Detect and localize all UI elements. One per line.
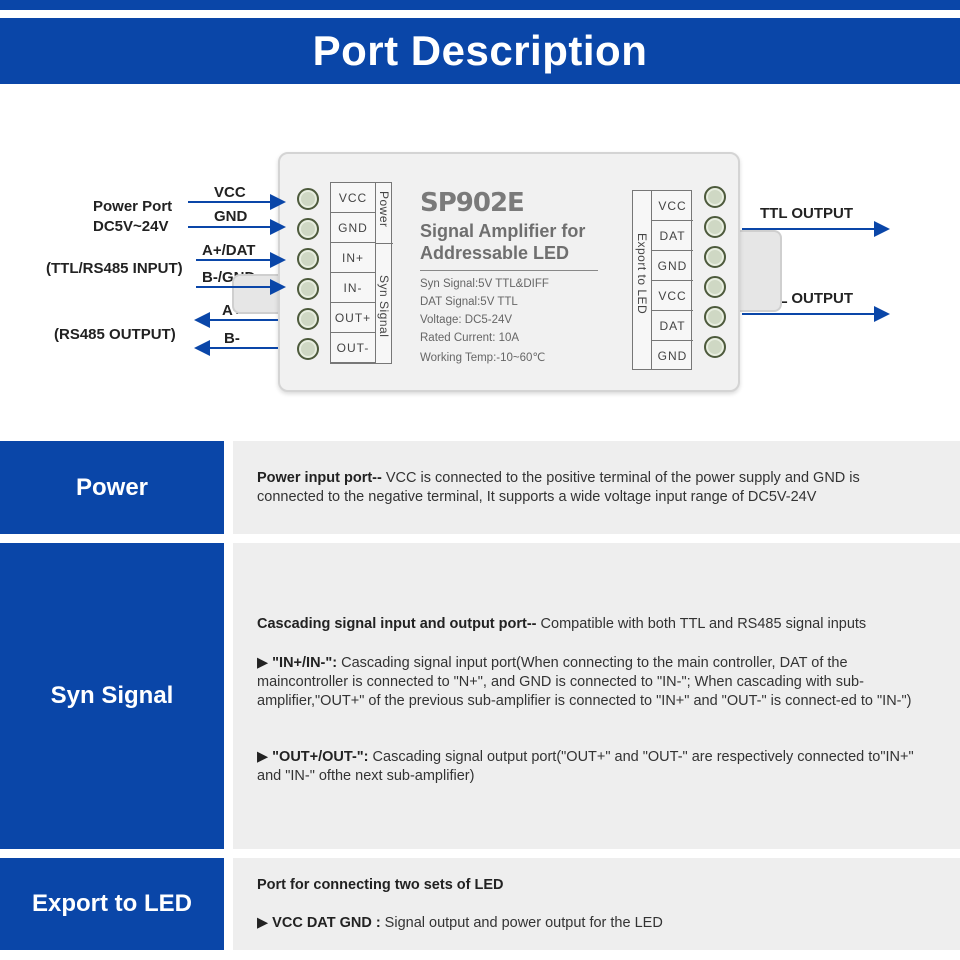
port-diagram: VCC GND Power Port DC5V~24V A+/DAT B-/GN… — [0, 84, 960, 434]
left-pin-table: VCC GND IN+ IN- OUT+ OUT- Power Syn Sign… — [330, 182, 393, 364]
terminal-right-vcc-1[interactable] — [704, 186, 726, 208]
terminal-right-dat-2[interactable] — [704, 306, 726, 328]
label-b-minus: B- — [224, 330, 240, 347]
pin-right-5: DAT — [652, 311, 693, 341]
label-power-range: DC5V~24V — [93, 218, 169, 235]
device-spec-4: Rated Current: 10A — [420, 332, 520, 344]
pin-left-4: IN- — [331, 273, 375, 303]
terminal-left-in-minus[interactable] — [297, 278, 319, 300]
section-syn-bullet-2: ▶ "OUT+/OUT-": Cascading signal output p… — [257, 748, 920, 786]
label-rs485-output: (RS485 OUTPUT) — [54, 326, 176, 343]
section-power-heading: Power — [75, 473, 149, 501]
label-ttl-rs485-input: (TTL/RS485 INPUT) — [46, 260, 183, 277]
terminal-left-in-plus[interactable] — [297, 248, 319, 270]
device-model: SP902E — [420, 188, 525, 218]
section-syn-heading: Syn Signal — [50, 682, 174, 709]
label-ttl-output-1: TTL OUTPUT — [760, 205, 854, 222]
pin-right-3: GND — [652, 251, 693, 281]
section-export-bullet-lead: ▶ VCC DAT GND : — [257, 915, 381, 931]
device-spec-3: Voltage: DC5-24V — [420, 314, 513, 326]
pin-right-6: GND — [657, 349, 688, 363]
amplifier-device: VCC GND IN+ IN- OUT+ OUT- Power Syn Sign… — [278, 152, 740, 392]
section-syn-lead: Cascading signal input and output port-- — [257, 616, 537, 632]
pin-left-3: IN+ — [331, 243, 375, 273]
section-export-body: Port for connecting two sets of LED ▶ VC… — [233, 858, 960, 950]
right-pin-table: Export to LED VCC DAT GND VCC DAT GND — [632, 190, 693, 370]
connection-arrows — [188, 194, 890, 356]
pin-right-2: DAT — [652, 221, 693, 251]
pin-right-4: VCC — [652, 281, 693, 311]
section-export-led: Export to LED Port for connecting two se… — [0, 858, 960, 950]
group-label-power: Power — [377, 191, 391, 228]
title-band: Port Description — [0, 18, 960, 84]
terminal-left-out-minus[interactable] — [297, 338, 319, 360]
section-export-bullet-text: Signal output and power output for the L… — [380, 915, 663, 931]
label-ttl-output-2: TTL OUTPUT — [760, 290, 854, 307]
section-power-text: Power input port-- VCC is connected to t… — [257, 469, 920, 507]
label-power-port: Power Port — [93, 198, 173, 215]
label-gnd: GND — [214, 208, 248, 225]
label-vcc: VCC — [214, 184, 246, 201]
section-export-heading-cell: Export to LED — [0, 858, 224, 950]
section-syn-body: Cascading signal input and output port--… — [233, 543, 960, 849]
section-syn-bullet-1: ▶ "IN+/IN-": Cascading signal input port… — [257, 654, 920, 711]
pin-left-1: VCC — [331, 183, 375, 213]
terminal-right-vcc-2[interactable] — [704, 276, 726, 298]
section-syn-bullet-2-lead: ▶ "OUT+/OUT-": — [257, 749, 369, 765]
pin-table-divider-right — [651, 191, 652, 369]
device-spec-2: DAT Signal:5V TTL — [420, 296, 518, 308]
section-syn-intro: Cascading signal input and output port--… — [257, 615, 920, 634]
mounting-ear-left — [232, 274, 282, 314]
section-export-intro: Port for connecting two sets of LED — [257, 876, 920, 895]
terminal-right-gnd-2[interactable] — [704, 336, 726, 358]
device-subtitle-line1: Signal Amplifier for — [420, 221, 586, 241]
terminal-right-dat-1[interactable] — [704, 216, 726, 238]
label-a-plus-dat: A+/DAT — [202, 242, 256, 259]
group-label-syn-signal: Syn Signal — [377, 275, 391, 338]
section-syn-bullet-1-text: Cascading signal input port(When connect… — [257, 655, 912, 709]
section-syn-bullet-1-lead: ▶ "IN+/IN-": — [257, 655, 338, 671]
section-power-body: Power input port-- VCC is connected to t… — [233, 441, 960, 534]
device-subtitle-line2: Addressable LED — [420, 243, 570, 263]
pin-right-1: VCC — [652, 191, 693, 221]
group-label-export-led: Export to LED — [635, 233, 649, 315]
section-power-heading-cell: Power — [0, 441, 224, 534]
section-syn-bullet-2-text: Cascading signal output port("OUT+" and … — [257, 749, 914, 784]
terminal-left-vcc[interactable] — [297, 188, 319, 210]
terminal-left-gnd[interactable] — [297, 218, 319, 240]
device-divider — [420, 270, 598, 271]
terminal-right-gnd-1[interactable] — [704, 246, 726, 268]
top-accent-bar — [0, 0, 960, 10]
section-power-desc: VCC is connected to the positive termina… — [257, 470, 860, 505]
section-power: Power Power input port-- VCC is connecte… — [0, 441, 960, 534]
section-syn-signal: Syn Signal Cascading signal input and ou… — [0, 543, 960, 849]
pin-group-divider — [375, 243, 393, 244]
section-export-heading: Export to LED — [32, 890, 192, 917]
section-export-bullet: ▶ VCC DAT GND : Signal output and power … — [257, 914, 920, 933]
pin-left-5: OUT+ — [331, 303, 375, 333]
section-power-lead: Power input port-- — [257, 470, 382, 486]
pin-table-divider — [375, 183, 376, 363]
section-export-lead: Port for connecting two sets of LED — [257, 877, 504, 893]
device-subtitle: Signal Amplifier for Addressable LED — [420, 220, 585, 264]
terminal-left-out-plus[interactable] — [297, 308, 319, 330]
device-spec-1: Syn Signal:5V TTL&DIFF — [420, 278, 549, 290]
section-syn-heading-cell: Syn Signal — [0, 543, 224, 849]
pin-left-2: GND — [331, 213, 375, 243]
section-syn-desc: Compatible with both TTL and RS485 signa… — [536, 616, 867, 632]
device-spec-5: Working Temp:-10~60℃ — [420, 352, 546, 364]
pin-left-6: OUT- — [331, 333, 375, 363]
page-title: Port Description — [312, 27, 648, 74]
